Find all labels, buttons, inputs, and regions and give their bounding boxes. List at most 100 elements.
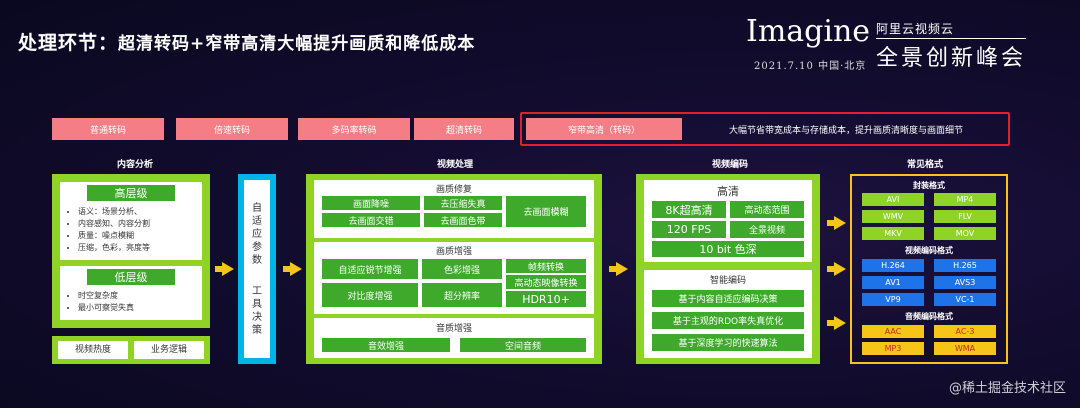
arrow-stem [283,266,291,272]
low-level-title: 低层级 [87,269,175,285]
enhance-item: 对比度增强 [322,283,418,307]
arrow-right-icon [290,262,302,276]
heading-encode: 视频编码 [711,160,748,170]
repair-title: 画质修复 [435,185,472,195]
audio-item: 空间音频 [460,338,586,352]
topbar-item-speed: 倍速转码 [176,118,288,140]
heading-video: 视频处理 [436,160,473,170]
container-format-item: AVI [862,193,924,206]
arrow-right-icon [222,262,234,276]
video-format-item: H.265 [934,259,996,272]
low-level-list: 时空复杂度 最小可察觉失真 [66,290,134,314]
topbar-item-normal: 普通转码 [52,118,164,140]
audio-format-item: AAC [862,325,924,338]
list-item: 语义：场景分析、 [78,206,150,218]
audio-title: 音质增强 [435,324,472,334]
topbar-item-ultra: 超清转码 [414,118,514,140]
smart-item: 基于主观的RDO率失真优化 [652,312,804,329]
hd-box: 高清 8K超高清 高动态范围 120 FPS 全景视频 10 bit 色深 [644,180,812,262]
logo-summit: 全景创新峰会 [876,38,1027,72]
container-format-item: MKV [862,227,924,240]
page-title: 处理环节：超清转码+窄带高清大幅提升画质和降低成本 [18,28,475,55]
enhance-item: 高动态映像转换 [506,275,586,289]
container-format-item: WMV [862,210,924,223]
video-format-item: AVS3 [934,276,996,289]
list-item: 质量：噪点模糊 [78,230,150,242]
highlight-box [520,112,1010,146]
logo-date: 2021.7.10 中国·北京 [754,61,867,72]
heading-content: 内容分析 [116,160,153,170]
repair-item: 去压缩失真 [424,196,502,210]
container-format-item: MP4 [934,193,996,206]
hd-item: 高动态范围 [730,201,804,218]
list-item: 内容感知、内容分割 [78,218,150,230]
hd-item: 120 FPS [652,221,726,238]
business-logic-box: 业务逻辑 [134,341,204,359]
topbar-item-multirate: 多码率转码 [298,118,410,140]
repair-item: 去画面色带 [424,213,502,227]
high-level-box: 高层级 语义：场景分析、 内容感知、内容分割 质量：噪点模糊 压缩，色彩，亮度等 [60,182,202,260]
low-level-box: 低层级 时空复杂度 最小可察觉失真 [60,266,202,320]
video-format-item: AV1 [862,276,924,289]
repair-item: 去画面模糊 [506,196,586,227]
audio-format-item: AC-3 [934,325,996,338]
repair-item: 画面降噪 [322,196,420,210]
hd-title: 高清 [717,185,739,198]
audio-box: 音质增强 音效增强 空间音频 [314,318,594,358]
repair-item: 去画面交错 [322,213,420,227]
event-logo: Imagine 2021.7.10 中国·北京 阿里云视频云 全景创新峰会 [746,14,1046,74]
logo-company: 阿里云视频云 [876,22,955,36]
topbar-item-narrowband: 窄带高清（转码） [526,118,682,140]
enhance-item: 超分辨率 [422,283,502,307]
arrow-stem [609,266,617,272]
smart-item: 基于深度学习的快速算法 [652,334,804,351]
enhance-item: 帧频转换 [506,259,586,273]
arrow-right-icon [834,316,846,330]
list-item: 最小可察觉失真 [78,302,134,314]
video-format-item: VP9 [862,293,924,306]
enhance-title: 画质增强 [435,247,472,257]
arrow-stem [827,320,835,326]
audio-format-title: 音频编码格式 [905,312,953,321]
smart-title: 智能编码 [709,276,746,286]
video-heat-box: 视频热度 [58,341,128,359]
watermark: @稀土掘金技术社区 [948,381,1066,396]
formats-panel [850,174,1008,364]
hd-item: 全景视频 [730,221,804,238]
topbar-description: 大幅节省带宽成本与存储成本，提升画质清晰度与画面细节 [728,125,963,136]
heading-formats: 常见格式 [906,160,943,170]
container-format-item: MOV [934,227,996,240]
hd-item: 8K超高清 [652,201,726,218]
arrow-stem [215,266,223,272]
enhance-item: 自适应锐节增强 [322,259,418,279]
enhance-box: 画质增强 自适应锐节增强 色彩增强 帧频转换 高动态映像转换 对比度增强 超分辨… [314,242,594,314]
arrow-stem [827,266,835,272]
arrow-stem [827,220,835,226]
hd-item: 10 bit 色深 [652,241,804,257]
repair-box: 画质修复 画面降噪 去压缩失真 去画面交错 去画面色带 去画面模糊 [314,180,594,238]
high-level-list: 语义：场景分析、 内容感知、内容分割 质量：噪点模糊 压缩，色彩，亮度等 [66,206,150,254]
container-format-item: FLV [934,210,996,223]
enhance-item: HDR10+ [506,291,586,307]
list-item: 压缩，色彩，亮度等 [78,242,150,254]
video-format-title: 视频编码格式 [905,246,953,255]
container-format-title: 封装格式 [913,181,945,190]
audio-format-item: MP3 [862,342,924,355]
title-sub: 超清转码+窄带高清大幅提升画质和降低成本 [118,34,476,54]
smart-encode-box: 智能编码 基于内容自适应编码决策 基于主观的RDO率失真优化 基于深度学习的快速… [644,270,812,358]
title-main: 处理环节： [18,32,119,54]
enhance-item: 色彩增强 [422,259,502,279]
audio-format-item: WMA [934,342,996,355]
smart-item: 基于内容自适应编码决策 [652,290,804,307]
logo-word: Imagine [746,14,871,49]
audio-item: 音效增强 [322,338,450,352]
high-level-title: 高层级 [87,185,175,201]
list-item: 时空复杂度 [78,290,134,302]
logo-box: 阿里云视频云 全景创新峰会 [872,18,1040,72]
arrow-right-icon [834,262,846,276]
arrow-right-icon [834,216,846,230]
arrow-right-icon [616,262,628,276]
video-format-item: VC-1 [934,293,996,306]
tools-text: 自 适 应 参 数 工 具 决 策 [244,180,270,358]
video-format-item: H.264 [862,259,924,272]
